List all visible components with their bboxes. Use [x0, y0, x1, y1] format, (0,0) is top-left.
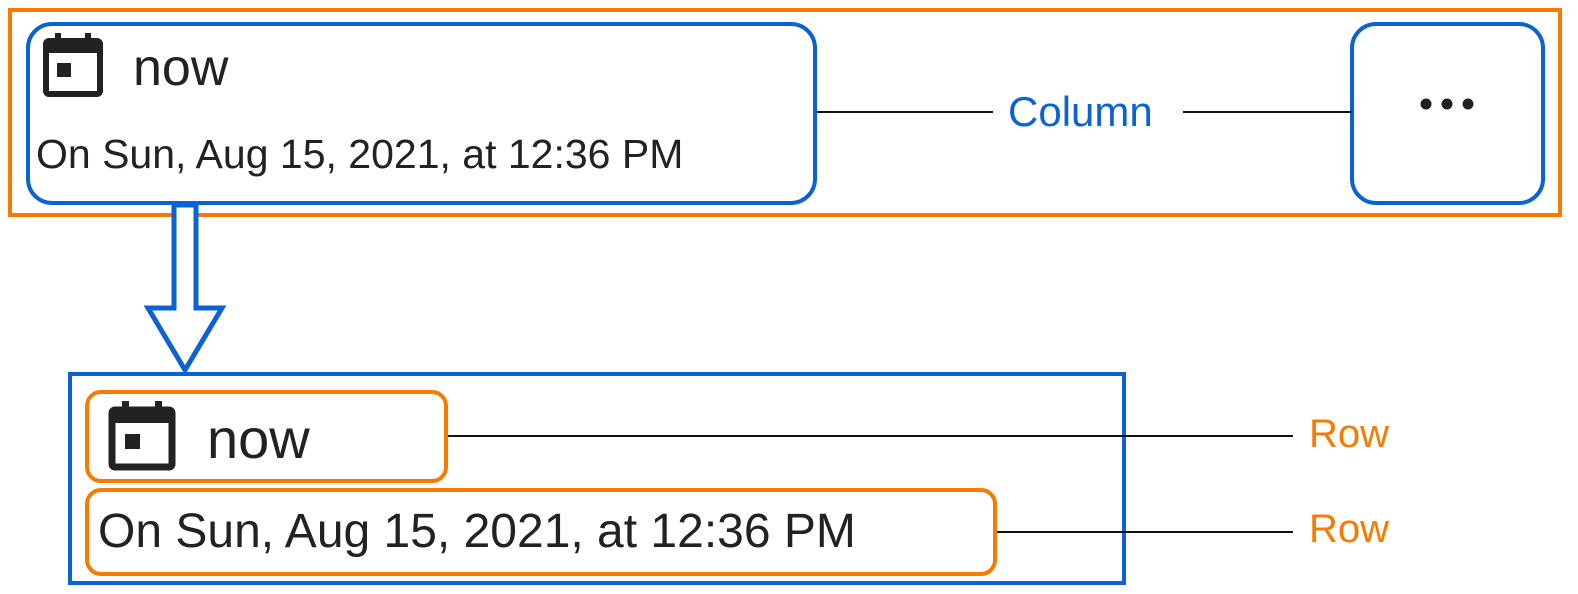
top-title-text: now	[133, 39, 229, 97]
row-label-1: Row	[1309, 412, 1390, 456]
row-box-date	[85, 488, 997, 576]
top-date-text: On Sun, Aug 15, 2021, at 12:36 PM	[36, 131, 684, 177]
column-connector-left	[817, 111, 993, 113]
row-connector-2	[997, 531, 1293, 533]
bottom-title-text: now	[207, 407, 310, 470]
column-connector-right	[1183, 111, 1352, 113]
row-box-title	[85, 390, 448, 483]
down-arrow-icon	[143, 202, 227, 375]
outer-row-container	[8, 8, 1562, 217]
calendar-icon	[108, 401, 176, 471]
more-horizontal-icon[interactable]	[1418, 94, 1476, 114]
row-label-2: Row	[1309, 507, 1390, 551]
column-label: Column	[1008, 88, 1153, 135]
bottom-date-text: On Sun, Aug 15, 2021, at 12:36 PM	[98, 505, 856, 558]
right-column-box	[1350, 22, 1545, 205]
calendar-icon	[43, 33, 103, 97]
column-container-box	[68, 372, 1126, 585]
left-column-box	[26, 22, 817, 205]
row-connector-1	[448, 435, 1293, 437]
